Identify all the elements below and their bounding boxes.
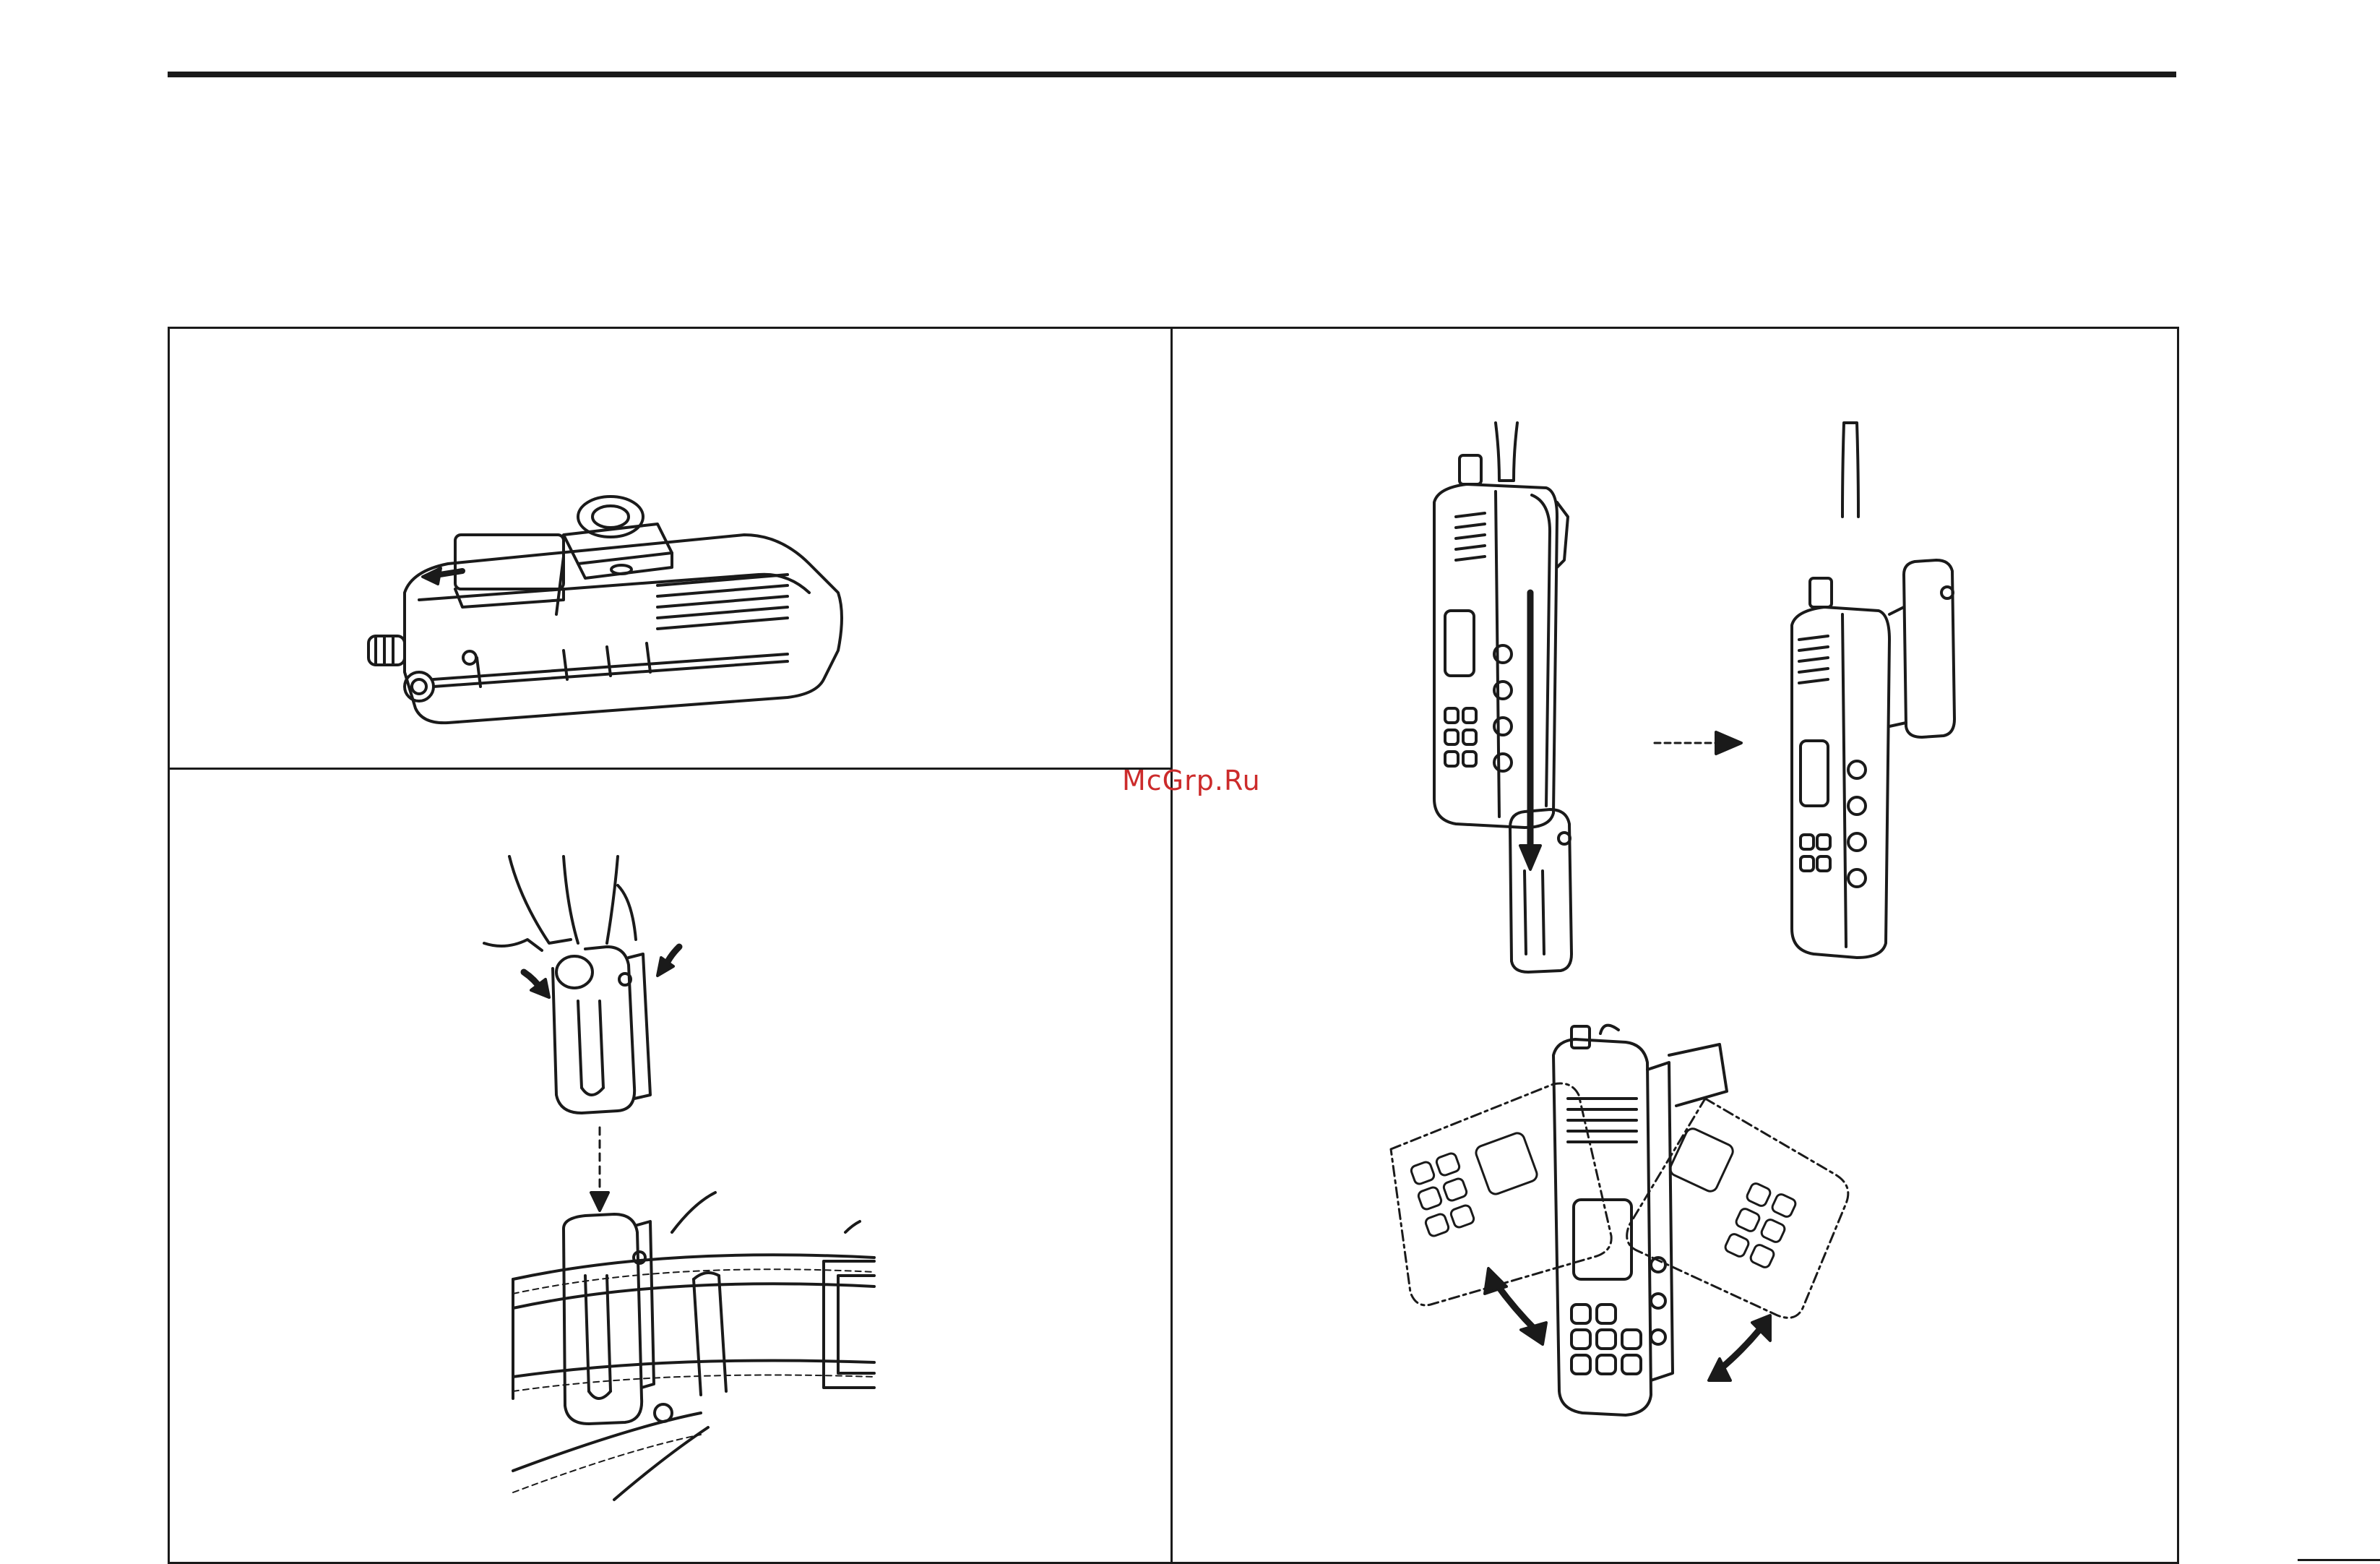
belt-clip-attach-to-battery-illustration [354, 491, 860, 730]
edge-mark [2298, 1559, 2380, 1561]
radio-swivel-in-clip-illustration [1387, 1026, 1907, 1431]
horizontal-divider [168, 768, 1173, 770]
radio-slide-into-clip-illustration [1423, 423, 1980, 972]
header-rule [168, 72, 2176, 77]
vertical-divider [1170, 327, 1173, 1562]
belt-clip-onto-belt-illustration [484, 856, 889, 1507]
watermark: McGrp.Ru [1122, 765, 1261, 796]
